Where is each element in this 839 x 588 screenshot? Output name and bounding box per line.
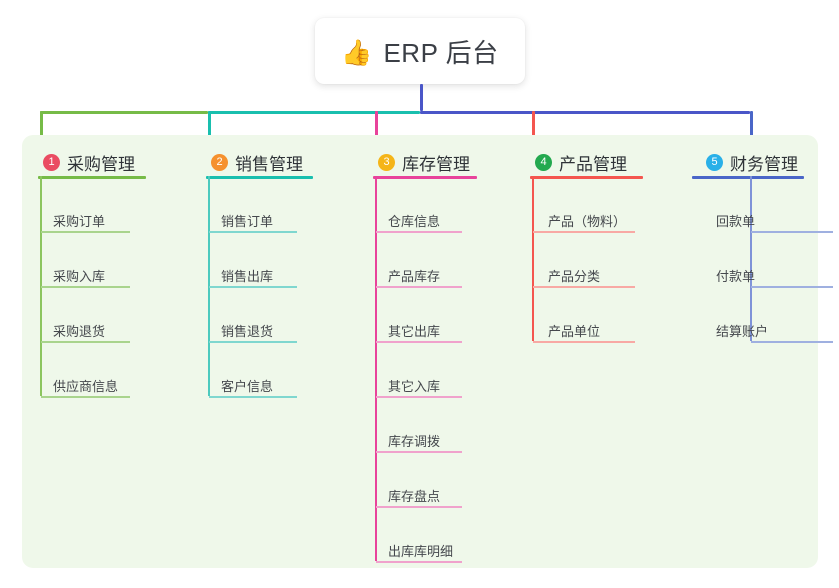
leaf-item[interactable]: 产品库存 [388,269,441,284]
category-header-4[interactable]: 4 产品管理 [535,150,627,175]
leaf-item[interactable]: 产品分类 [548,269,601,284]
leaf-item[interactable]: 采购订单 [53,214,106,229]
root-stem-connector [420,84,423,111]
category-badge-3: 3 [378,154,395,171]
category-badge-2: 2 [211,154,228,171]
leaf-item[interactable]: 付款单 [716,269,756,284]
leaf-item[interactable]: 出库库明细 [388,544,454,559]
leaf-item[interactable]: 库存调拨 [388,434,441,449]
leaf-item[interactable]: 采购退货 [53,324,106,339]
trunk-blue [420,111,750,114]
category-badge-5: 5 [706,154,723,171]
category-header-3[interactable]: 3 库存管理 [378,150,470,175]
leaf-item[interactable]: 客户信息 [221,379,274,394]
category-badge-4: 4 [535,154,552,171]
leaf-item[interactable]: 回款单 [716,214,756,229]
root-node-content: 👍 ERP 后台 [341,33,498,70]
leaf-item[interactable]: 库存盘点 [388,489,441,504]
category-header-2[interactable]: 2 销售管理 [211,150,303,175]
trunk-green [40,111,208,114]
leaf-item[interactable]: 产品单位 [548,324,601,339]
leaf-item[interactable]: 供应商信息 [53,379,119,394]
leaf-item[interactable]: 采购入库 [53,269,106,284]
leaf-item[interactable]: 仓库信息 [388,214,441,229]
leaf-item[interactable]: 其它出库 [388,324,441,339]
category-header-5[interactable]: 5 财务管理 [706,150,798,175]
category-label-4: 产品管理 [559,155,627,174]
category-label-2: 销售管理 [235,155,303,174]
category-badge-1: 1 [43,154,60,171]
category-label-1: 采购管理 [67,155,135,174]
leaf-item[interactable]: 销售退货 [221,324,274,339]
category-label-5: 财务管理 [730,155,798,174]
leaf-item[interactable]: 结算账户 [716,324,769,339]
root-node-label: ERP 后台 [383,37,499,68]
leaf-item[interactable]: 其它入库 [388,379,441,394]
category-header-1[interactable]: 1 采购管理 [43,150,135,175]
root-node[interactable]: 👍 ERP 后台 [315,18,525,84]
trunk-teal [208,111,420,114]
leaf-item[interactable]: 销售订单 [221,214,274,229]
leaf-item[interactable]: 产品（物料） [548,214,627,229]
leaf-item[interactable]: 销售出库 [221,269,274,284]
category-label-3: 库存管理 [402,155,470,174]
thumbs-up-icon: 👍 [341,37,373,67]
content-panel [22,135,818,568]
